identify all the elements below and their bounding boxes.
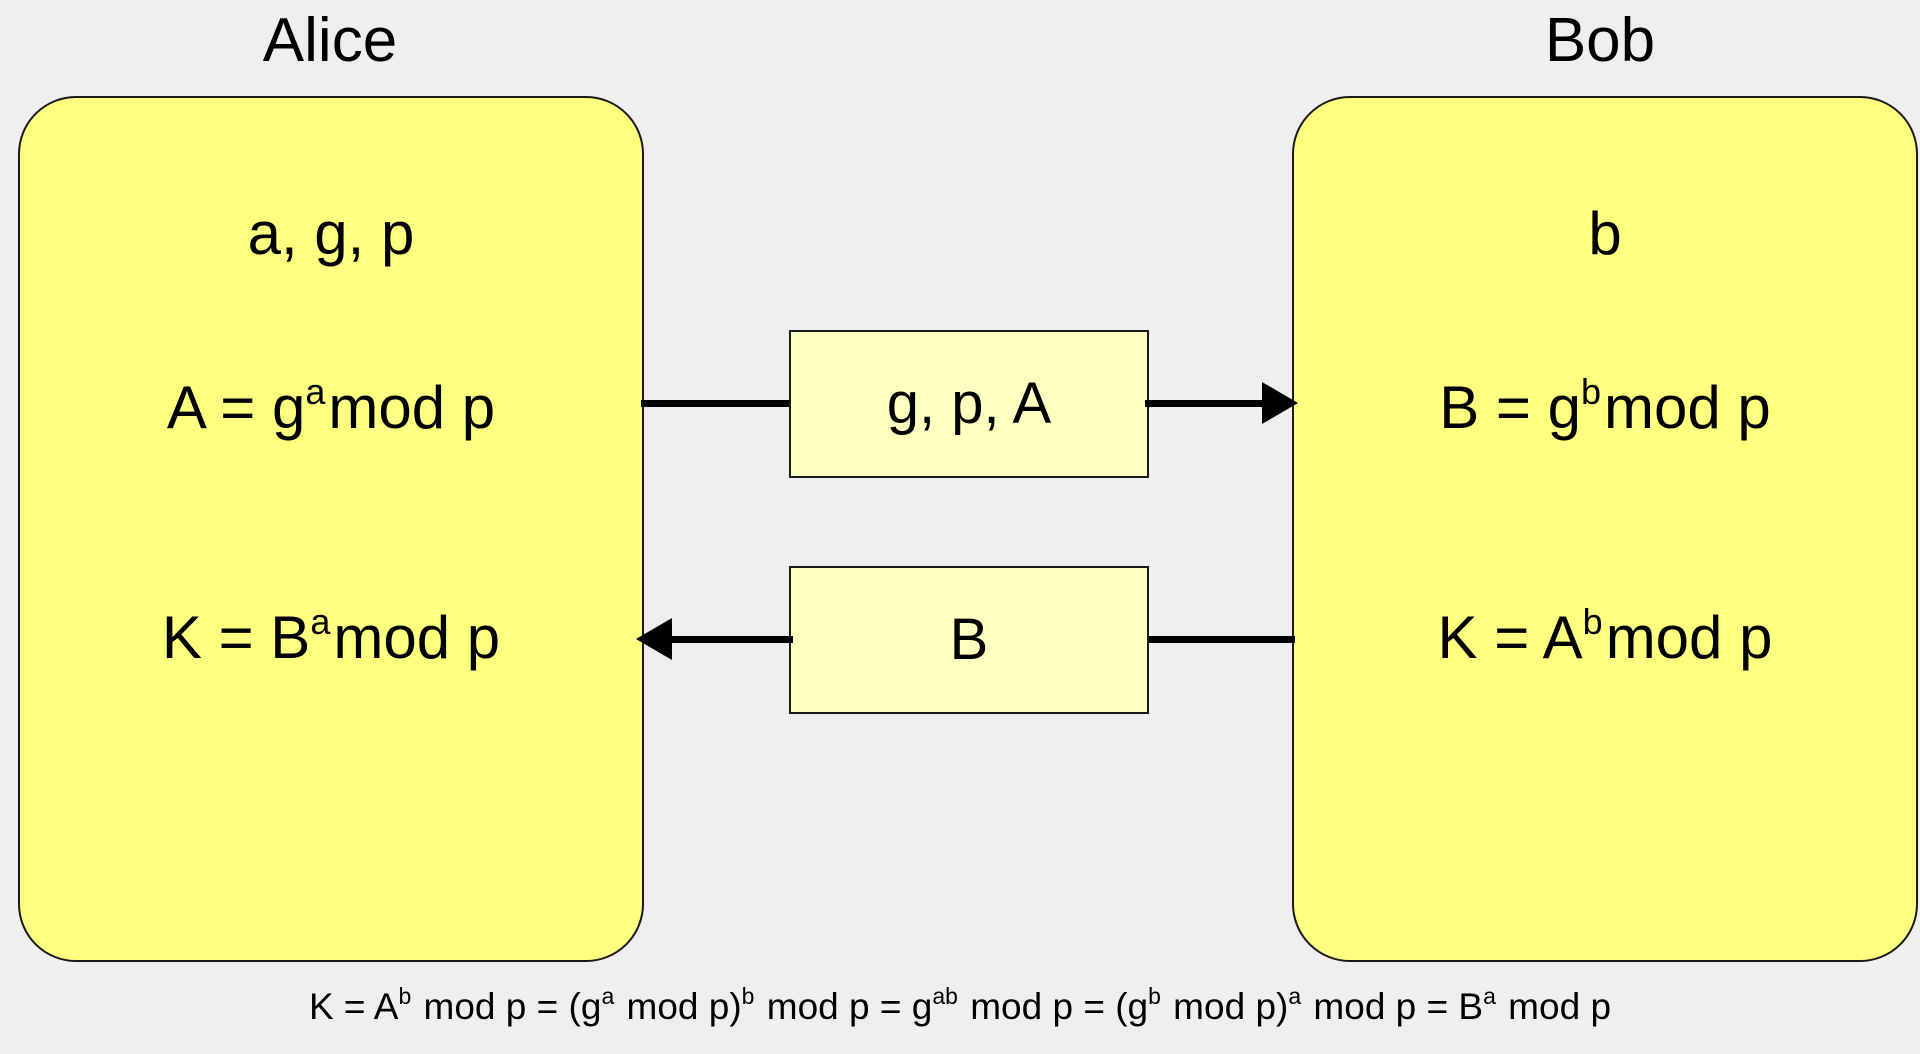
alice-public-key-suffix: mod p bbox=[328, 374, 496, 441]
message-box-alice-to-bob: g, p, A bbox=[789, 330, 1149, 478]
alice-public-key-formula: A = gamod p bbox=[20, 371, 642, 446]
equation-segment: K = A bbox=[308, 986, 399, 1027]
equation-segment: mod p = (g bbox=[413, 986, 602, 1027]
alice-secret-values: a, g, p bbox=[247, 200, 415, 267]
equation-exponent: a bbox=[1288, 983, 1302, 1009]
equation-exponent: b bbox=[398, 983, 412, 1009]
bob-shared-key-exponent: b bbox=[1582, 601, 1603, 642]
bob-public-key-prefix: B = g bbox=[1439, 374, 1581, 441]
equation-exponent: b bbox=[1148, 983, 1161, 1009]
equation-segment: mod p = g bbox=[756, 986, 933, 1027]
bob-public-key-exponent: b bbox=[1580, 371, 1602, 412]
party-label-alice: Alice bbox=[262, 6, 398, 75]
equation-exponent: ab bbox=[932, 983, 958, 1009]
equation-segment: mod p) bbox=[616, 986, 742, 1027]
arrow-shaft-alice-to-message-1 bbox=[641, 400, 793, 407]
message-box-bob-to-alice: B bbox=[789, 566, 1149, 714]
bob-shared-key-formula: K = Abmod p bbox=[1294, 601, 1916, 676]
equation-segment: mod p) bbox=[1162, 986, 1289, 1027]
bob-shared-key-prefix: K = A bbox=[1437, 604, 1583, 671]
equation-segment: mod p = (g bbox=[959, 986, 1149, 1027]
alice-public-key-prefix: A = g bbox=[166, 374, 306, 441]
alice-shared-key-suffix: mod p bbox=[333, 604, 501, 671]
arrow-shaft-message-2-to-alice bbox=[672, 636, 793, 643]
arrow-shaft-bob-to-message-2 bbox=[1145, 636, 1295, 643]
bob-public-key-formula: B = gbmod p bbox=[1294, 371, 1916, 446]
arrow-shaft-message-1-to-bob bbox=[1145, 400, 1271, 407]
alice-shared-key-exponent: a bbox=[310, 601, 331, 642]
equation-exponent: b bbox=[741, 983, 755, 1009]
equation-segment: mod p bbox=[1497, 986, 1612, 1027]
arrow-head-right-icon bbox=[1262, 382, 1298, 424]
bob-shared-key-suffix: mod p bbox=[1605, 604, 1773, 671]
equation-exponent: a bbox=[1483, 983, 1496, 1009]
alice-public-key-exponent: a bbox=[305, 371, 326, 412]
alice-shared-key-prefix: K = B bbox=[161, 604, 311, 671]
equation-exponent: a bbox=[601, 983, 615, 1009]
equation-segment: mod p = B bbox=[1303, 986, 1484, 1027]
bob-secret-values: b bbox=[1588, 200, 1622, 267]
shared-secret-derivation-equation: K = Ab mod p = (ga mod p)b mod p = gab m… bbox=[0, 983, 1920, 1030]
alice-shared-key-formula: K = Bamod p bbox=[20, 601, 642, 676]
arrow-head-left-icon bbox=[636, 618, 672, 660]
party-label-bob: Bob bbox=[1544, 6, 1656, 75]
party-box-alice: a, g, p A = gamod p K = Bamod p bbox=[18, 96, 644, 962]
party-box-bob: b B = gbmod p K = Abmod p bbox=[1292, 96, 1918, 962]
bob-public-key-suffix: mod p bbox=[1604, 374, 1771, 441]
